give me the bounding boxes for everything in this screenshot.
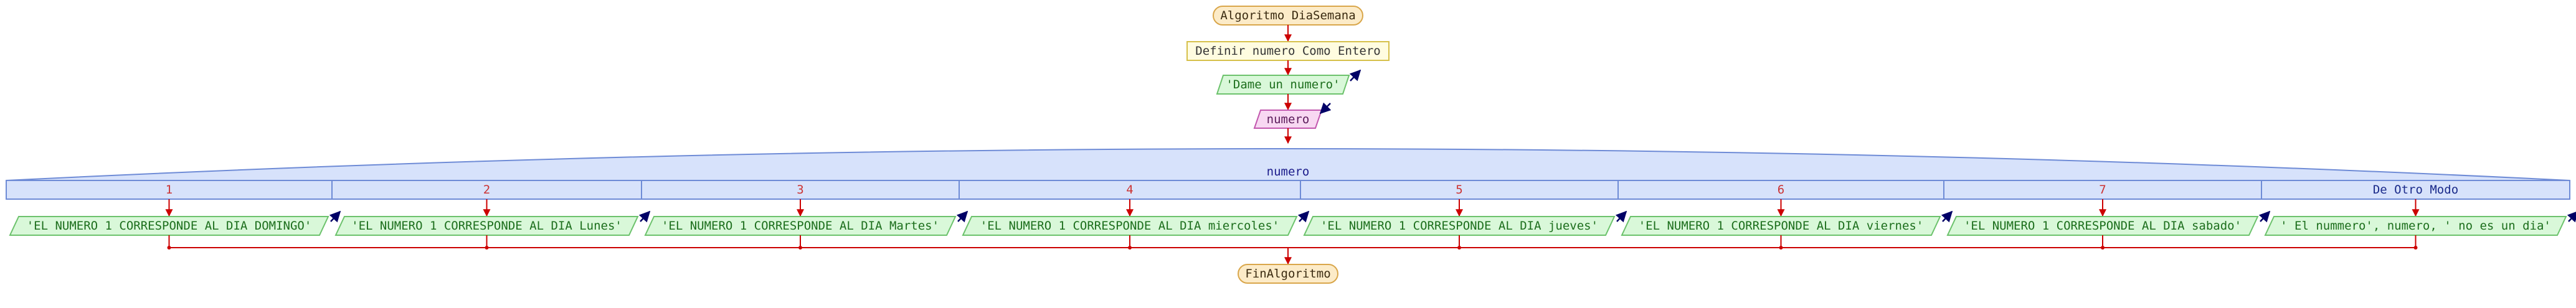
case-dividers — [331, 180, 2262, 199]
output-arrow-icon — [2258, 210, 2271, 223]
input-arrow-icon — [1319, 102, 1332, 114]
case-output-label: 'EL NUMERO 1 CORRESPONDE AL DIA sabado' — [1964, 219, 2242, 233]
case-output-shape — [1621, 216, 1941, 236]
output-arrow-icon — [1941, 210, 1953, 223]
case-output-shape — [334, 216, 639, 236]
output-arrow-icon — [329, 210, 341, 223]
output-arrow-icon — [1615, 210, 1627, 223]
case-output-shape — [2264, 216, 2567, 236]
case-output-label: 'EL NUMERO 1 CORRESPONDE AL DIA viernes' — [1639, 219, 1924, 233]
case-output-shape — [1946, 216, 2259, 236]
switch-var-label: numero — [1267, 165, 1310, 179]
prompt-output: 'Dame un numero' — [1216, 69, 1361, 95]
case-output-label: 'EL NUMERO 1 CORRESPONDE AL DIA DOMINGO' — [27, 219, 312, 233]
case-branch: 'EL NUMERO 1 CORRESPONDE AL DIA viernes' — [1621, 199, 1953, 250]
case-branch: 'EL NUMERO 1 CORRESPONDE AL DIA sabado' — [1946, 199, 2271, 250]
case-branch: ' El nummero', numero, ' no es un dia' — [2264, 199, 2576, 250]
case-value-label: De Otro Modo — [2373, 183, 2458, 197]
case-value-label: 7 — [2099, 183, 2106, 197]
start-label: Algoritmo DiaSemana — [1220, 9, 1355, 22]
end-label: FinAlgoritmo — [1245, 267, 1330, 281]
case-output-shape — [9, 216, 329, 236]
case-value-label: 3 — [797, 183, 803, 197]
case-output-label: 'EL NUMERO 1 CORRESPONDE AL DIA Lunes' — [351, 219, 622, 233]
case-output-label: 'EL NUMERO 1 CORRESPONDE AL DIA miercole… — [980, 219, 1279, 233]
case-value-label: 1 — [166, 183, 173, 197]
define-process: Definir numero Como Entero — [1186, 41, 1390, 61]
output-arrow-icon — [1349, 69, 1361, 82]
start-terminal: Algoritmo DiaSemana — [1213, 6, 1363, 26]
case-output-shape — [644, 216, 957, 236]
prompt-output-label: 'Dame un numero' — [1226, 78, 1340, 91]
case-branch: 'EL NUMERO 1 CORRESPONDE AL DIA miercole… — [962, 199, 1310, 250]
case-value-label: 6 — [1778, 183, 1784, 197]
define-label: Definir numero Como Entero — [1195, 44, 1380, 58]
case-branch: 'EL NUMERO 1 CORRESPONDE AL DIA Martes' — [644, 199, 968, 250]
input-var-label: numero — [1267, 113, 1310, 126]
case-value-label: 2 — [483, 183, 490, 197]
case-branch: 'EL NUMERO 1 CORRESPONDE AL DIA Lunes' — [334, 199, 651, 250]
case-value-label: 5 — [1456, 183, 1462, 197]
output-arrow-icon — [956, 210, 968, 223]
output-arrow-icon — [1297, 210, 1310, 223]
switch-block: numero 1 2 3 4 5 6 7 De Otro Modo — [6, 148, 2570, 200]
input-read: numero — [1253, 102, 1332, 129]
end-terminal: FinAlgoritmo — [1238, 264, 1338, 284]
case-labels: 1 2 3 4 5 6 7 De Otro Modo — [166, 183, 2458, 197]
case-output-label: ' El nummero', numero, ' no es un dia' — [2280, 219, 2551, 233]
case-output-shape — [962, 216, 1298, 236]
case-branch: 'EL NUMERO 1 CORRESPONDE AL DIA DOMINGO' — [9, 199, 341, 250]
case-value-label: 4 — [1126, 183, 1133, 197]
case-output-shape — [1303, 216, 1616, 236]
case-branch: 'EL NUMERO 1 CORRESPONDE AL DIA jueves' — [1303, 199, 1627, 250]
case-output-label: 'EL NUMERO 1 CORRESPONDE AL DIA jueves' — [1320, 219, 1598, 233]
output-arrow-icon — [638, 210, 651, 223]
case-output-label: 'EL NUMERO 1 CORRESPONDE AL DIA Martes' — [661, 219, 939, 233]
output-arrow-icon — [2567, 210, 2576, 223]
case-branches: 'EL NUMERO 1 CORRESPONDE AL DIA DOMINGO'… — [9, 199, 2576, 250]
